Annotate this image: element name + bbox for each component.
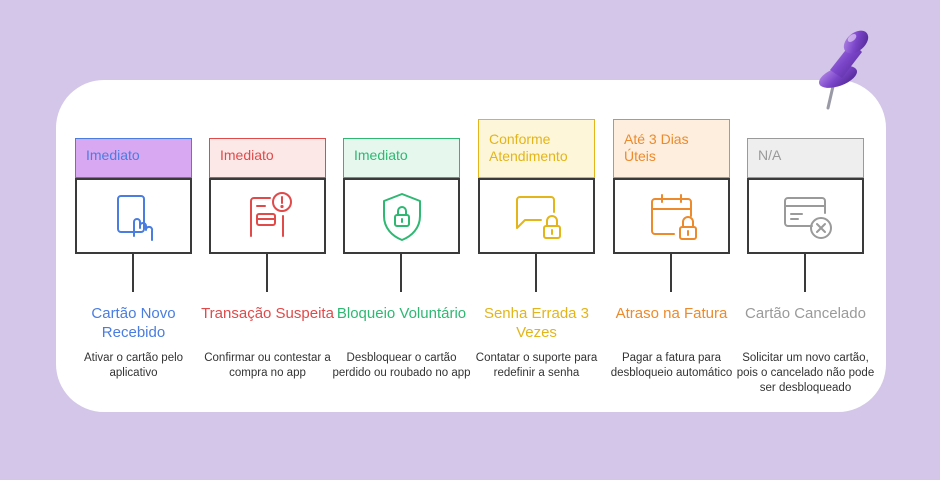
step-title: Cartão Cancelado xyxy=(745,305,866,322)
chat-lock-icon xyxy=(515,196,561,239)
step-description: Desbloquear o cartão perdido ou roubado … xyxy=(332,352,471,379)
step-description: Pagar a fatura para desbloqueio automáti… xyxy=(610,352,733,379)
calendar-lock-icon xyxy=(650,194,697,240)
push-pin-icon xyxy=(818,30,869,110)
icon-box xyxy=(209,178,326,254)
connector-line xyxy=(400,254,402,292)
icon-box xyxy=(478,178,595,254)
timing-label: Até 3 Dias Úteis xyxy=(624,131,689,164)
step-description: Solicitar um novo cartão, pois o cancela… xyxy=(736,352,875,394)
connector-line xyxy=(804,254,806,292)
tap-card-icon xyxy=(116,195,153,241)
timing-header: Até 3 Dias Úteis xyxy=(613,119,730,178)
timing-label: Conforme Atendimento xyxy=(489,131,568,164)
step-description: Ativar o cartão pelo aplicativo xyxy=(83,352,184,379)
timing-header: N/A xyxy=(747,138,864,178)
card-cancel-icon xyxy=(783,197,832,239)
timing-label: N/A xyxy=(758,147,782,163)
icon-box xyxy=(75,178,192,254)
step-title: Cartão Novo Recebido xyxy=(91,305,176,341)
step-description: Contatar o suporte para redefinir a senh… xyxy=(475,352,598,379)
icon-box xyxy=(613,178,730,254)
timing-header: Imediato xyxy=(75,138,192,178)
connector-line xyxy=(535,254,537,292)
icon-box xyxy=(343,178,460,254)
step-title: Senha Errada 3 Vezes xyxy=(483,305,590,341)
suspicious-transaction-icon xyxy=(249,192,292,237)
step-title: Atraso na Fatura xyxy=(615,305,728,322)
connector-line xyxy=(670,254,672,292)
timing-label: Imediato xyxy=(86,147,140,163)
icon-box xyxy=(747,178,864,254)
timing-label: Imediato xyxy=(354,147,408,163)
timing-label: Imediato xyxy=(220,147,274,163)
connector-line xyxy=(266,254,268,292)
timing-header: Conforme Atendimento xyxy=(478,119,595,178)
step-title: Bloqueio Voluntário xyxy=(336,305,467,322)
step-title: Transação Suspeita xyxy=(201,305,334,322)
shield-lock-icon xyxy=(382,193,421,241)
timing-header: Imediato xyxy=(209,138,326,178)
step-description: Confirmar ou contestar a compra no app xyxy=(204,352,331,379)
timing-header: Imediato xyxy=(343,138,460,178)
connector-line xyxy=(132,254,134,292)
